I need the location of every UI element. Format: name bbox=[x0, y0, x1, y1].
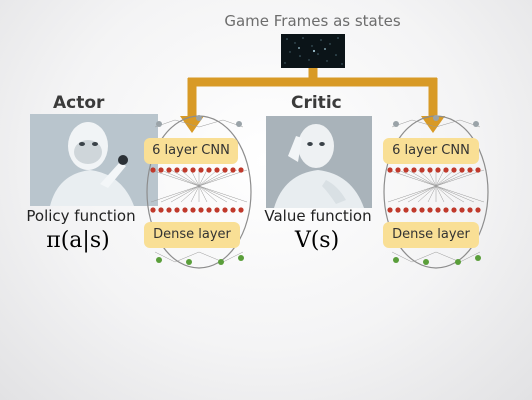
actor-robot-image bbox=[30, 114, 158, 206]
actor-cnn-layer-box: 6 layer CNN bbox=[144, 138, 238, 164]
critic-label: Critic bbox=[291, 93, 342, 113]
value-function-label: Value function bbox=[264, 207, 372, 225]
policy-function-label: Policy function bbox=[26, 207, 136, 225]
critic-dense-layer-box: Dense layer bbox=[383, 222, 479, 248]
policy-formula: π(a|s) bbox=[46, 228, 110, 253]
critic-cnn-layer-box: 6 layer CNN bbox=[383, 138, 479, 164]
actor-dense-layer-box: Dense layer bbox=[144, 222, 240, 248]
actor-label: Actor bbox=[53, 93, 105, 113]
game-frames-title: Game Frames as states bbox=[224, 12, 401, 30]
actor-network-graphic bbox=[146, 115, 252, 269]
critic-network-graphic bbox=[383, 115, 489, 269]
critic-robot-image bbox=[266, 116, 372, 208]
game-frames-image bbox=[281, 34, 345, 68]
value-formula: V(s) bbox=[294, 228, 340, 253]
